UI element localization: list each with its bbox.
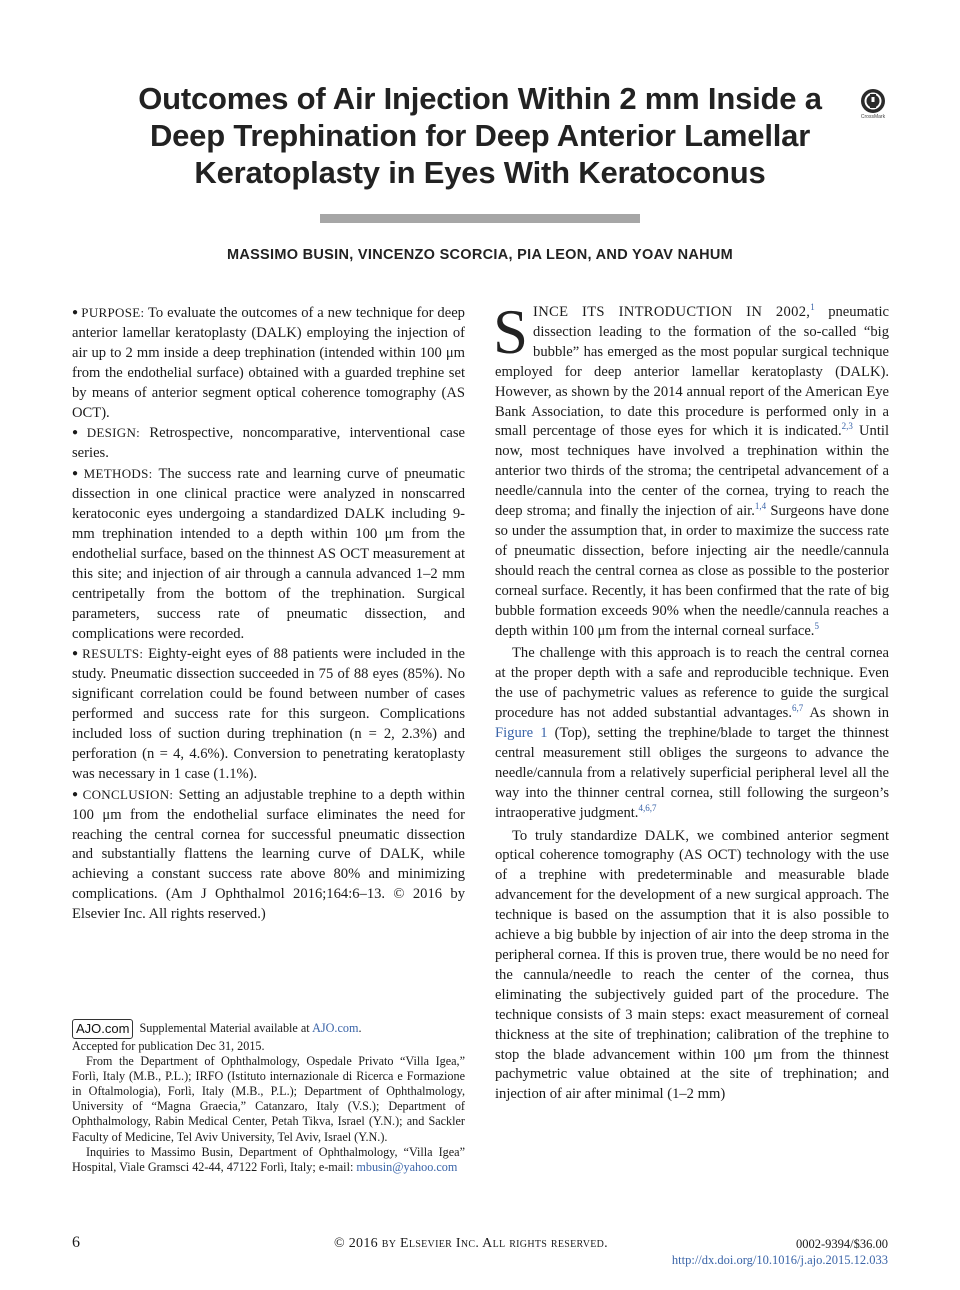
footnote-text: . xyxy=(358,1021,362,1035)
affiliations: From the Department of Ophthalmology, Os… xyxy=(72,1054,465,1144)
abstract-text: Setting an adjustable trephine to a dept… xyxy=(72,786,465,923)
reference-link[interactable]: 1,4 xyxy=(754,501,767,512)
abstract-label: CONCLUSION: xyxy=(82,786,174,802)
abstract-label: RESULTS: xyxy=(82,646,144,662)
author-list: MASSIMO BUSIN, VINCENZO SCORCIA, PIA LEO… xyxy=(226,247,734,263)
reference-link[interactable]: 4,6,7 xyxy=(638,802,657,813)
abstract-label: METHODS: xyxy=(83,466,153,482)
email-link[interactable]: mbusin@yahoo.com xyxy=(356,1159,458,1174)
intro-paragraph-2: The challenge with this approach is to r… xyxy=(495,644,889,823)
abstract-text: Retrospective, noncomparative, intervent… xyxy=(72,425,466,462)
footnote-text: Supplemental Material available at xyxy=(139,1021,313,1035)
abstract-label: PURPOSE: xyxy=(81,305,145,320)
issn-price: 0002-9394/$36.00 xyxy=(795,1237,888,1251)
article-title: Outcomes of Air Injection Within 2 mm In… xyxy=(138,81,822,190)
publication-info: 0002-9394/$36.00 http://dx.doi.org/10.10… xyxy=(672,1236,888,1268)
figure-link[interactable]: Figure 1 xyxy=(495,725,548,742)
copyright-line: © 2016 by Elsevier Inc. All rights reser… xyxy=(334,1236,608,1252)
paragraph-text: To truly standardize DALK, we combined a… xyxy=(495,827,889,1103)
intro-lead: INCE ITS INTRODUCTION IN 2002, xyxy=(533,304,811,320)
paragraph-text: As shown in xyxy=(803,705,889,722)
reference-link[interactable]: 6,7 xyxy=(791,703,804,714)
bullet-icon: ● xyxy=(72,788,80,800)
doi-link[interactable]: http://dx.doi.org/10.1016/j.ajo.2015.12.… xyxy=(671,1253,888,1267)
bullet-icon: ● xyxy=(72,307,79,318)
ajo-link[interactable]: AJO.com xyxy=(312,1021,359,1035)
bullet-icon: ● xyxy=(72,468,81,480)
abstract-text: Eighty-eight eyes of 88 patients were in… xyxy=(72,646,465,782)
abstract: ●PURPOSE: To evaluate the outcomes of a … xyxy=(72,303,465,925)
page-number: 6 xyxy=(72,1234,80,1251)
crossmark-icon xyxy=(861,89,885,113)
abstract-text: The success rate and learning curve of p… xyxy=(72,466,465,642)
reference-link[interactable]: 5 xyxy=(814,620,819,631)
title-divider xyxy=(320,214,640,223)
abstract-methods: ●METHODS: The success rate and learning … xyxy=(72,464,465,644)
bullet-icon: ● xyxy=(72,648,80,660)
drop-cap: S xyxy=(493,297,529,367)
abstract-text: To evaluate the outcomes of a new techni… xyxy=(72,305,465,421)
copyright-text: © 2016 by Elsevier Inc. All rights reser… xyxy=(334,1236,608,1251)
reference-link[interactable]: 2,3 xyxy=(841,421,853,432)
accepted-date: Accepted for publication Dec 31, 2015. xyxy=(72,1039,265,1053)
abstract-results: ●RESULTS: Eighty-eight eyes of 88 patien… xyxy=(72,644,465,784)
abstract-purpose: ●PURPOSE: To evaluate the outcomes of a … xyxy=(72,303,465,423)
crossmark-label: CrossMark xyxy=(860,114,886,120)
correspondence: Inquiries to Massimo Busin, Department o… xyxy=(72,1145,465,1175)
abstract-design: ●DESIGN: Retrospective, noncomparative, … xyxy=(72,423,465,464)
abstract-conclusion: ●CONCLUSION: Setting an adjustable treph… xyxy=(72,785,465,925)
paragraph-text: Until now, most techniques have involved… xyxy=(495,423,889,520)
footnote-text: Inquiries to Massimo Busin, Department o… xyxy=(72,1144,465,1174)
abstract-label: DESIGN: xyxy=(86,425,141,441)
paragraph-text: (Top), setting the trephine/blade to tar… xyxy=(495,725,889,821)
intro-paragraph-3: To truly standardize DALK, we combined a… xyxy=(495,827,889,1106)
paragraph-text: The challenge with this approach is to r… xyxy=(495,645,889,722)
ajo-logo[interactable]: AJO.com xyxy=(72,1019,134,1039)
reference-link[interactable]: 1 xyxy=(810,302,815,312)
paragraph-text: Surgeons have done so under the assumpti… xyxy=(495,503,889,639)
bullet-icon: ● xyxy=(72,427,84,439)
paragraph-text: pneumatic dissection leading to the form… xyxy=(495,304,889,440)
crossmark-badge[interactable]: CrossMark xyxy=(856,88,890,122)
